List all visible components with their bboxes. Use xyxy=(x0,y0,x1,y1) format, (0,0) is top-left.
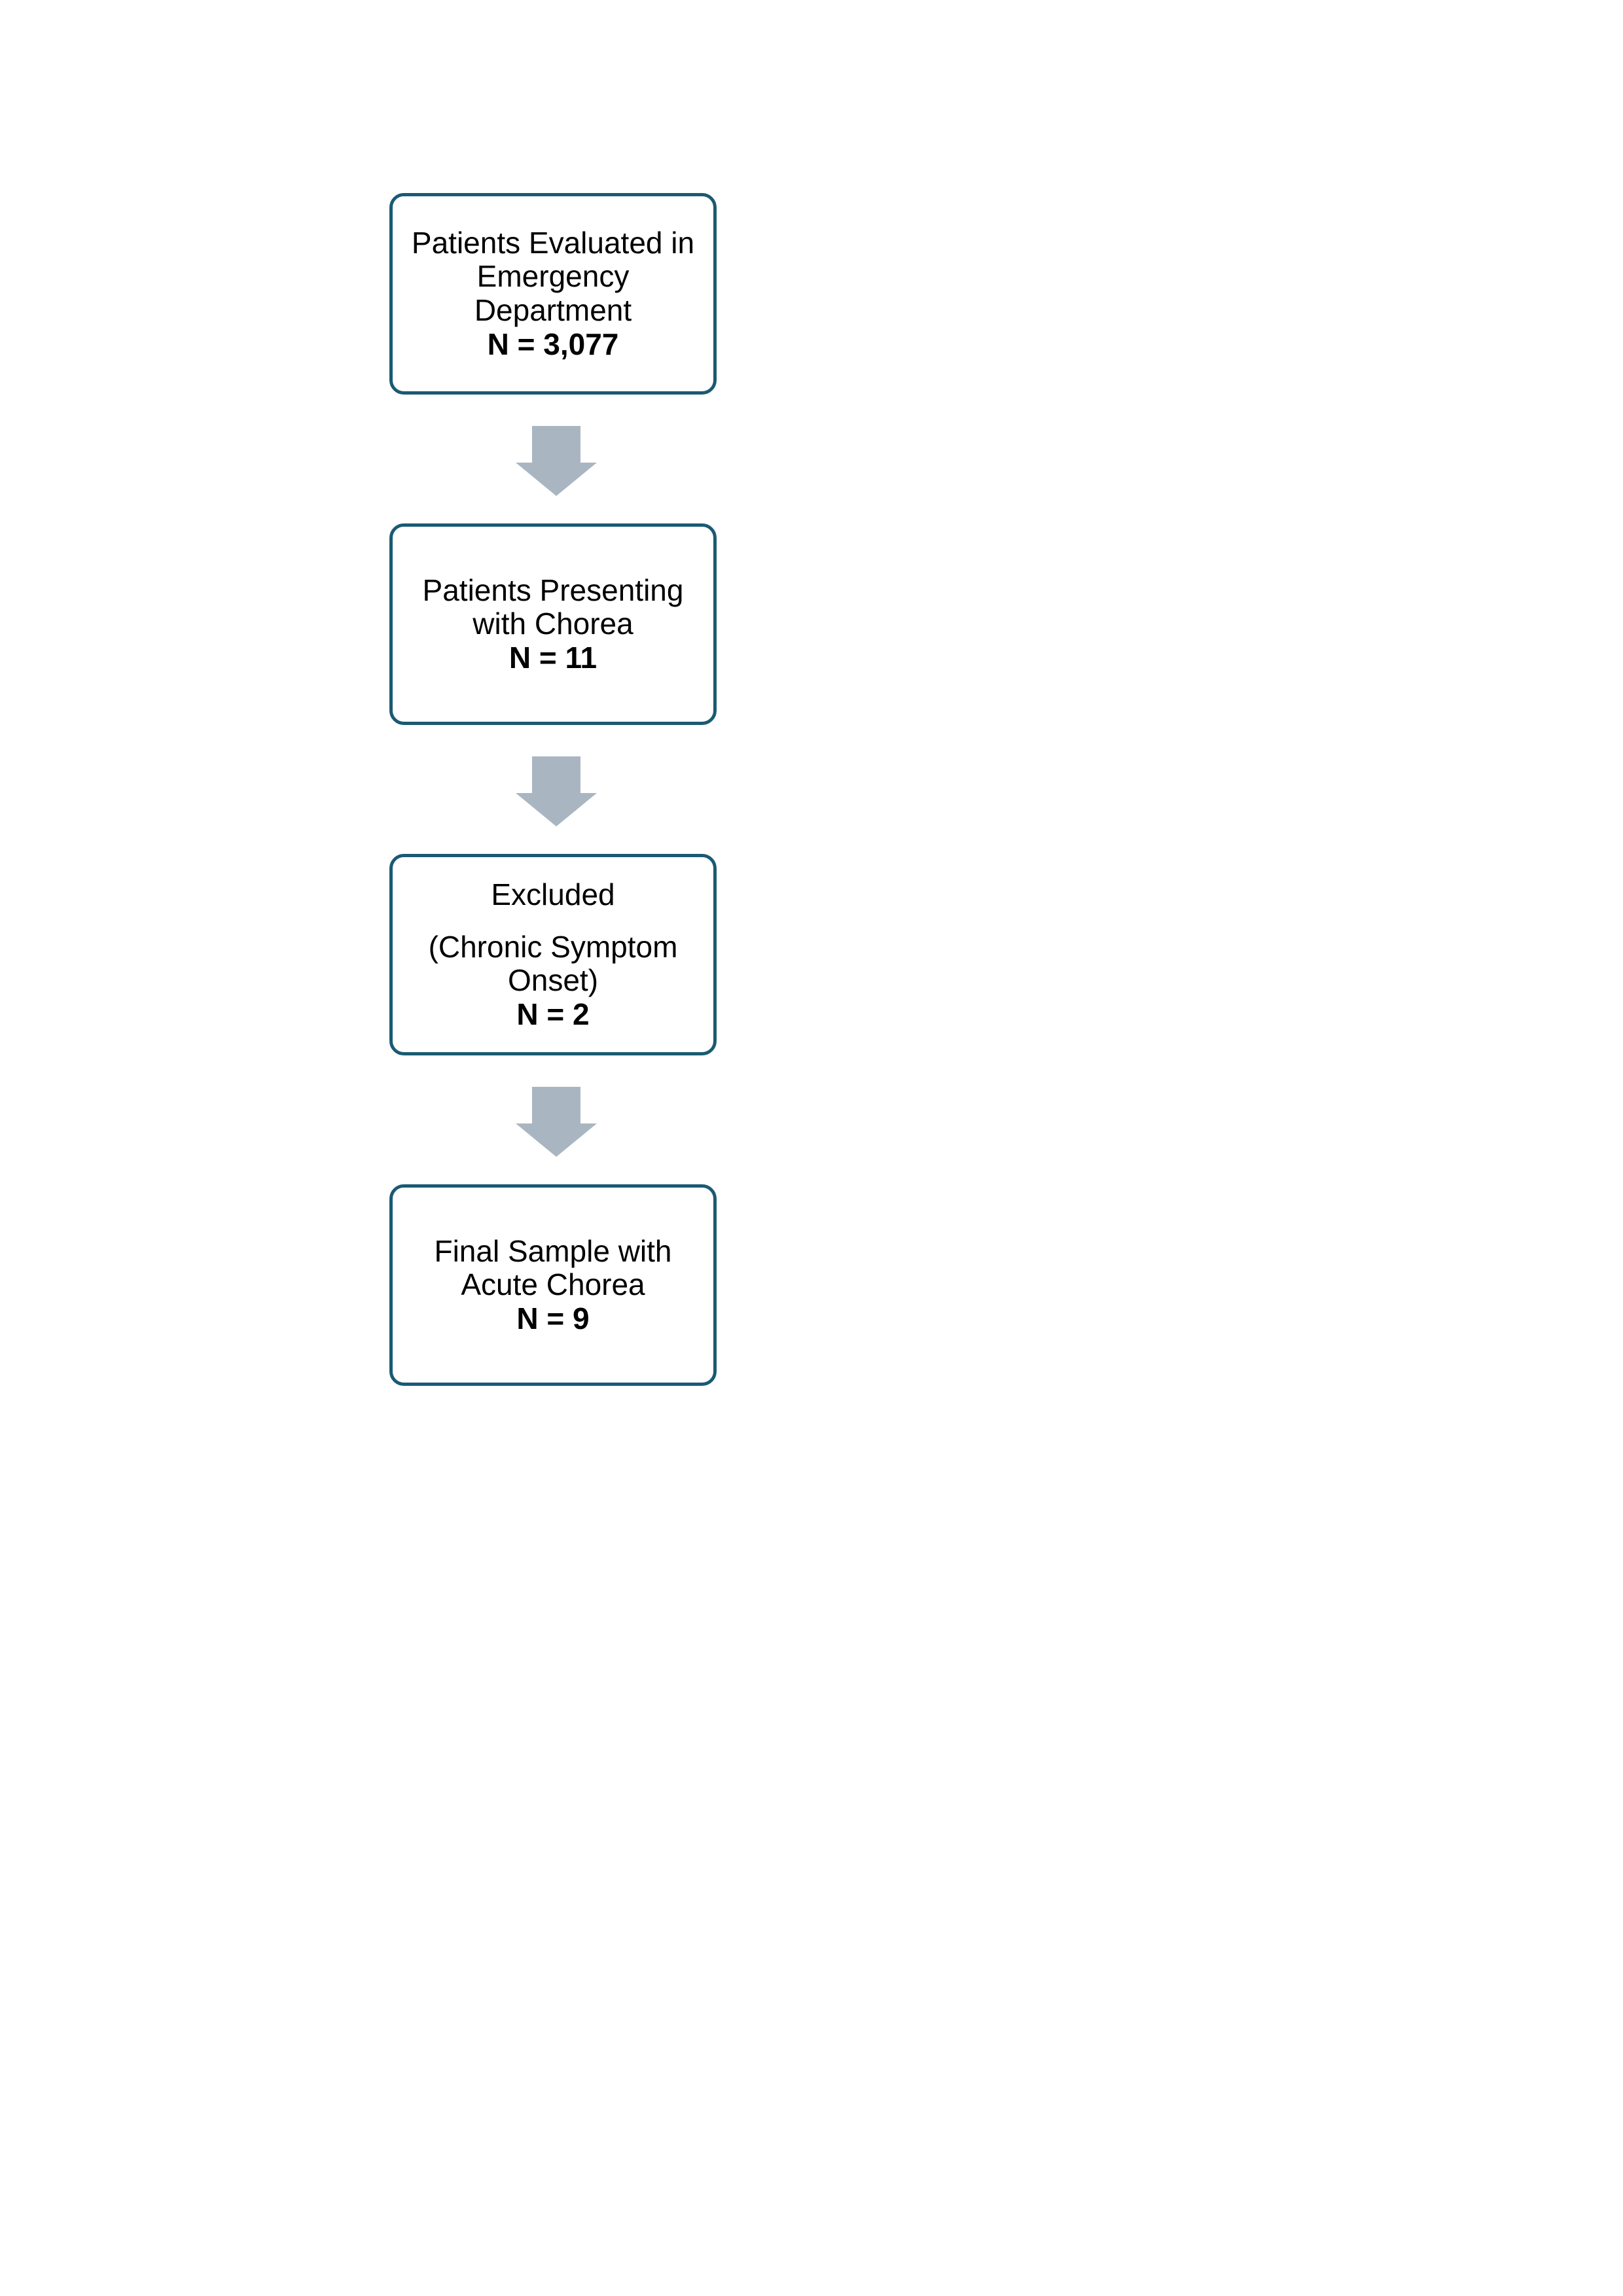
flow-node-evaluated-in-ed: Patients Evaluated in Emergency Departme… xyxy=(389,193,717,395)
flow-node-excluded-chronic-onset: Excluded (Chronic Symptom Onset) N = 2 xyxy=(389,854,717,1055)
flow-node-final-sample-acute-chorea: Final Sample with Acute Chorea N = 9 xyxy=(389,1184,717,1386)
connector-arrow-2 xyxy=(389,725,717,854)
patient-flow-diagram: Patients Evaluated in Emergency Departme… xyxy=(389,193,717,1386)
flow-node-count: N = 2 xyxy=(516,997,590,1031)
flow-node-text: Excluded xyxy=(491,877,615,911)
arrow-down-icon xyxy=(516,756,597,826)
flow-node-text: Patients Presenting xyxy=(422,573,684,607)
connector-arrow-1 xyxy=(389,395,717,523)
flow-node-count: N = 3,077 xyxy=(487,327,619,361)
flow-node-presenting-with-chorea: Patients Presenting with Chorea N = 11 xyxy=(389,523,717,725)
flow-node-count: N = 11 xyxy=(508,640,597,675)
flow-node-text: Acute Chorea xyxy=(461,1267,645,1302)
arrow-down-icon xyxy=(516,426,597,496)
connector-arrow-3 xyxy=(389,1055,717,1184)
flow-node-text: (Chronic Symptom Onset) xyxy=(428,929,678,998)
arrow-down-icon xyxy=(516,1087,597,1157)
flow-node-text: with Chorea xyxy=(473,607,633,641)
flow-node-count: N = 9 xyxy=(516,1301,590,1335)
flow-node-text: Final Sample with xyxy=(434,1233,672,1268)
flow-node-text: Patients Evaluated in Emergency Departme… xyxy=(411,225,695,327)
